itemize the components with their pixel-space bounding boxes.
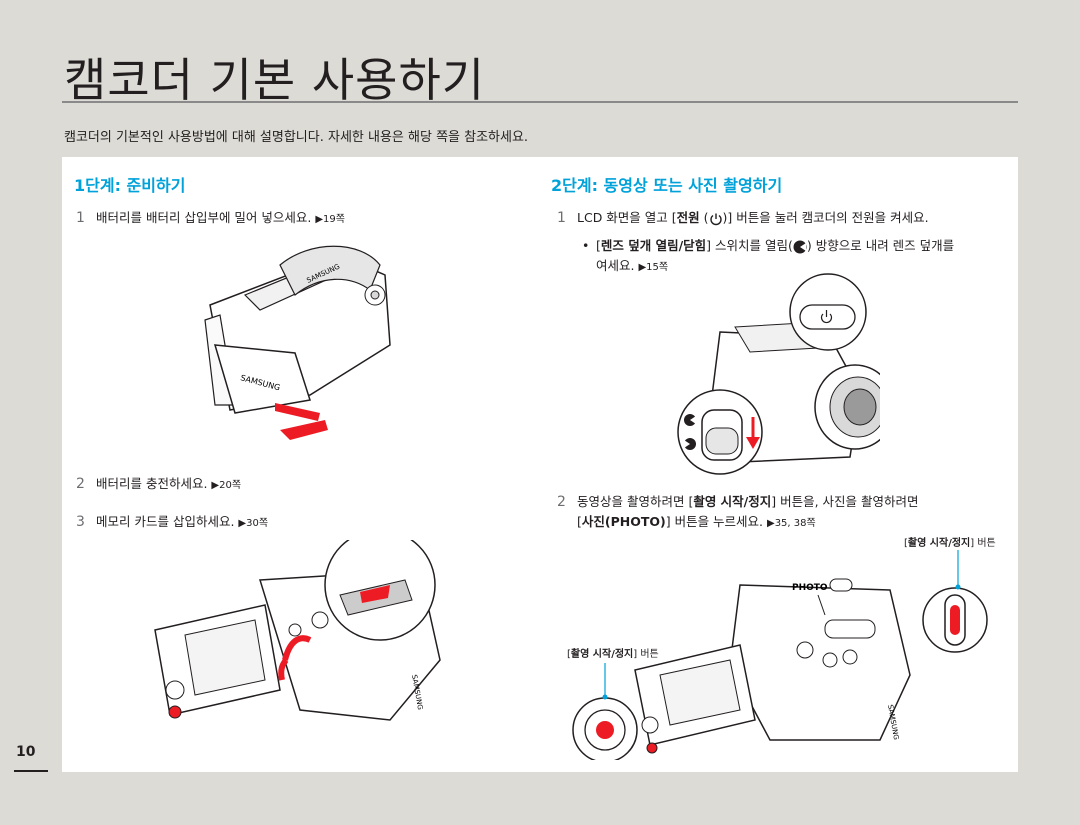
page-title: 캠코더 기본 사용하기 [64,53,486,107]
step1-heading: 1단계: 준비하기 [74,176,186,195]
step-text: 배터리를 배터리 삽입부에 밀어 넣으세요. [96,210,316,225]
left-step-3: 3 메모리 카드를 삽입하세요. ▶30쪽 [76,512,269,534]
bullet-line2: 여세요. [596,258,639,273]
battery-insert-illustration: SAMSUNG SAMSUNG [204,245,391,440]
caption-bold: 촬영 시작/정지 [570,649,634,660]
power-label: 전원 [676,210,700,225]
page-ref: ▶35, 38쪽 [767,518,816,529]
bullet-text: ] 스위치를 열림( [706,238,793,253]
bracket-open: [ [596,238,601,253]
step-text-end: )] 버튼을 눌러 캠코더의 전원을 켜세요. [722,210,929,225]
power-on-illustration [677,273,880,475]
photo-label: 사진(PHOTO) [581,514,666,529]
lens-cover-bullet: • [렌즈 덮개 열림/닫힘] 스위치를 열림( ) 방향으로 내려 렌즈 덮개를… [582,236,955,278]
step-number: 2 [557,494,566,510]
power-icon [709,213,722,225]
bullet-text-end: ) 방향으로 내려 렌즈 덮개를 [806,238,955,253]
record-button-caption-top: [촬영 시작/정지] 버튼 [904,534,996,549]
recording-illustration: SAMSUNG PHOTO [572,550,988,760]
left-step-1: 1 배터리를 배터리 삽입부에 밀어 넣으세요. ▶19쪽 [76,208,345,230]
page-ref: ▶30쪽 [238,518,269,529]
bracket-open: [ [904,538,908,549]
step-text: 배터리를 충전하세요. [96,476,212,491]
caption-post: ] 버튼 [633,649,659,660]
intro-text: 캠코더의 기본적인 사용방법에 대해 설명합니다. 자세한 내용은 해당 쪽을 … [64,130,529,145]
step-text-line2: ] 버튼을 누르세요. [665,514,767,529]
step-text: 동영상을 촬영하려면 [ [577,494,694,509]
page-number-rule [14,770,48,772]
step-number: 1 [557,210,566,226]
bracket-open: [ [567,649,571,660]
page-number: 10 [16,744,36,760]
record-button-caption-left: [촬영 시작/정지] 버튼 [567,645,659,660]
page-ref: ▶15쪽 [638,262,669,273]
title-divider [62,101,1018,103]
page-ref: ▶19쪽 [315,214,345,225]
bracket-open: [ [577,514,582,529]
step-text: 메모리 카드를 삽입하세요. [96,514,239,529]
bullet-dot: • [582,238,590,253]
right-step-1: 1 LCD 화면을 열고 [전원 ()] 버튼을 눌러 캠코더의 전원을 켜세요… [557,210,929,226]
step-text: LCD 화면을 열고 [ [577,210,677,225]
step-number: 2 [76,476,85,492]
caption-post: ] 버튼 [970,538,996,549]
lens-open-icon [793,240,807,253]
photo-button-label: PHOTO [792,583,828,593]
step-text-mid: ] 버튼을, 사진을 촬영하려면 [771,494,919,509]
step-number: 1 [76,210,85,226]
right-step-2: 2 동영상을 촬영하려면 [촬영 시작/정지] 버튼을, 사진을 촬영하려면 [… [557,492,919,534]
step2-heading: 2단계: 동영상 또는 사진 촬영하기 [551,176,783,195]
record-label: 촬영 시작/정지 [693,494,772,509]
lens-cover-label: 렌즈 덮개 열림/닫힘 [600,238,707,253]
left-step-2: 2 배터리를 충전하세요. ▶20쪽 [76,474,242,496]
page-ref: ▶20쪽 [211,480,242,491]
caption-bold: 촬영 시작/정지 [907,538,971,549]
step-number: 3 [76,514,85,530]
memory-card-illustration: SAMSUNG [154,540,441,721]
